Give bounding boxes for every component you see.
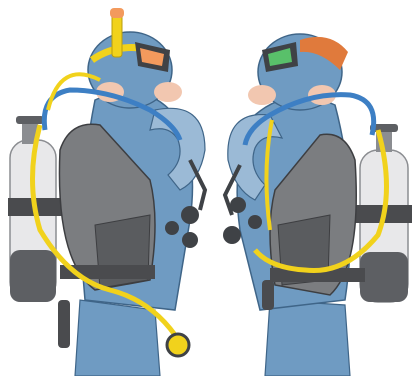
scuba-diver-right-icon [223,34,412,376]
scuba-diver-left-icon [8,8,205,376]
